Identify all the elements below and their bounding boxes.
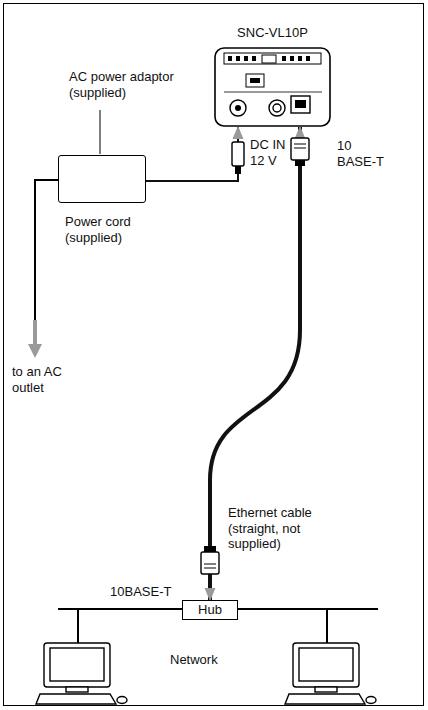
node-label: AC power adaptor (supplied) (69, 69, 189, 100)
frame (4, 4, 424, 706)
node-label: SNC-VL10P (200, 25, 345, 41)
edge-label: Ethernet cable (straight, not supplied) (228, 505, 328, 552)
camera-illustration (215, 48, 330, 126)
text-label: DC IN 12 V (250, 137, 294, 168)
camera-unit: SNC-VL10P (200, 25, 345, 127)
computer-left (36, 643, 127, 704)
power-adaptor-box: AC power adaptor (supplied) (58, 155, 146, 203)
outlet-arrow (28, 320, 42, 358)
power-cord (35, 180, 58, 320)
rj45-plug-top (291, 138, 309, 166)
text-label: Power cord (supplied) (65, 214, 155, 245)
computer-right (285, 643, 376, 704)
text-label: to an AC outlet (12, 364, 80, 395)
rj45-plug-bottom (201, 546, 219, 574)
dc-cable (146, 127, 238, 181)
text-label: 10BASE-T (110, 584, 190, 600)
leader-line (100, 110, 101, 154)
hub-box: Hub (182, 600, 238, 620)
text-label: 10 BASE-T (337, 138, 389, 169)
text-label: Network (170, 652, 260, 668)
dc-plug (232, 142, 244, 174)
node-label: Hub (191, 602, 229, 618)
